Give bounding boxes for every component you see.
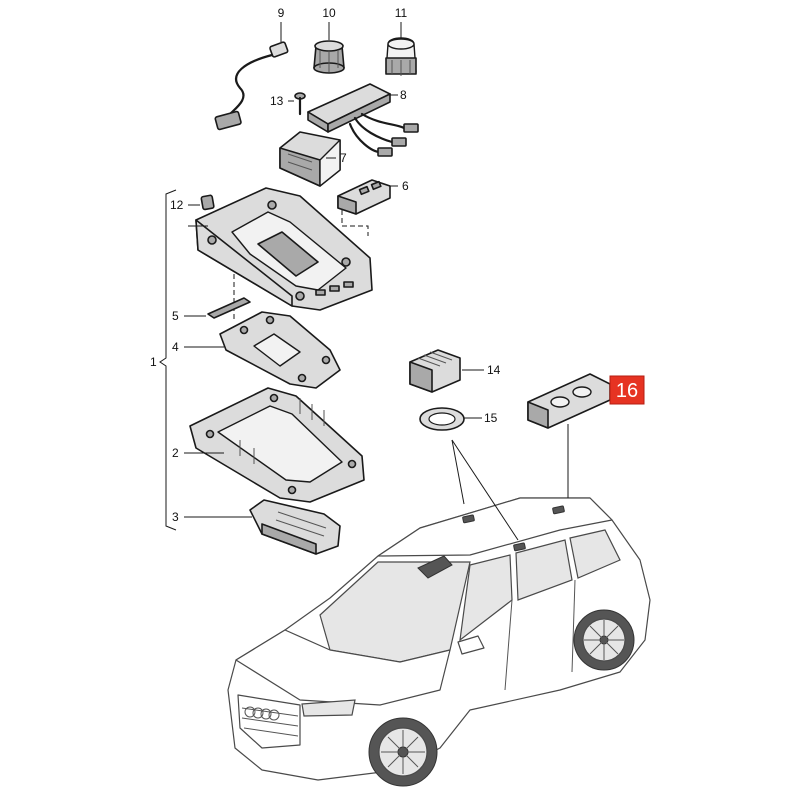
part-16-rear-reading-light: [527, 373, 611, 498]
label-part-10: 10: [322, 6, 336, 20]
label-part-9: 9: [278, 6, 285, 20]
rear-wheel: [573, 609, 635, 671]
label-part-3: 3: [172, 510, 179, 524]
part-6-switch-panel: [233, 179, 398, 320]
label-part-8: 8: [400, 88, 407, 102]
label-part-2: 2: [172, 446, 179, 460]
roof-marker-front: [462, 514, 475, 524]
part-13-screw: [288, 92, 306, 116]
label-part-5: 5: [172, 309, 179, 323]
part-10-bulb-holder: [313, 22, 345, 74]
roof-marker-middle: [513, 542, 526, 552]
label-part-12: 12: [170, 198, 184, 212]
label-part-7: 7: [340, 151, 347, 165]
part-3-cover: [184, 499, 341, 555]
brand-rings-logo: [244, 706, 280, 721]
part-7-switch-housing: [279, 131, 341, 187]
assembly-bracket: [159, 189, 177, 531]
part-14-interior-light: [409, 349, 484, 393]
part-8-control-unit: [307, 83, 419, 157]
side-mirror: [457, 635, 485, 655]
part-4-console-panel: [184, 311, 341, 389]
part-number-labels: 9 10 11 8 13 7 6 12 5 4 1 2 3 14 15 16: [150, 6, 645, 524]
part-5-seal-strip: [184, 297, 251, 319]
label-part-6: 6: [402, 179, 409, 193]
label-part-14: 14: [487, 363, 501, 377]
label-part-1: 1: [150, 355, 157, 369]
label-part-15: 15: [484, 411, 498, 425]
part-2-mounting-frame: [184, 387, 365, 503]
part-11-lamp-module: [385, 22, 417, 76]
part-1-roof-console: [188, 187, 373, 311]
front-wheel: [368, 717, 438, 787]
part-15-trim-ring: [419, 407, 519, 541]
label-part-4: 4: [172, 340, 179, 354]
label-part-16: 16: [616, 380, 638, 402]
highlight-badge-part-16: 16: [609, 375, 645, 405]
label-part-13: 13: [270, 94, 284, 108]
part-9-wiring-lead: [214, 22, 289, 131]
part-12-clip: [188, 194, 215, 211]
label-part-11: 11: [395, 6, 408, 20]
sunroof: [417, 555, 453, 579]
vehicle-illustration: [227, 497, 651, 787]
roof-marker-rear: [552, 505, 565, 515]
